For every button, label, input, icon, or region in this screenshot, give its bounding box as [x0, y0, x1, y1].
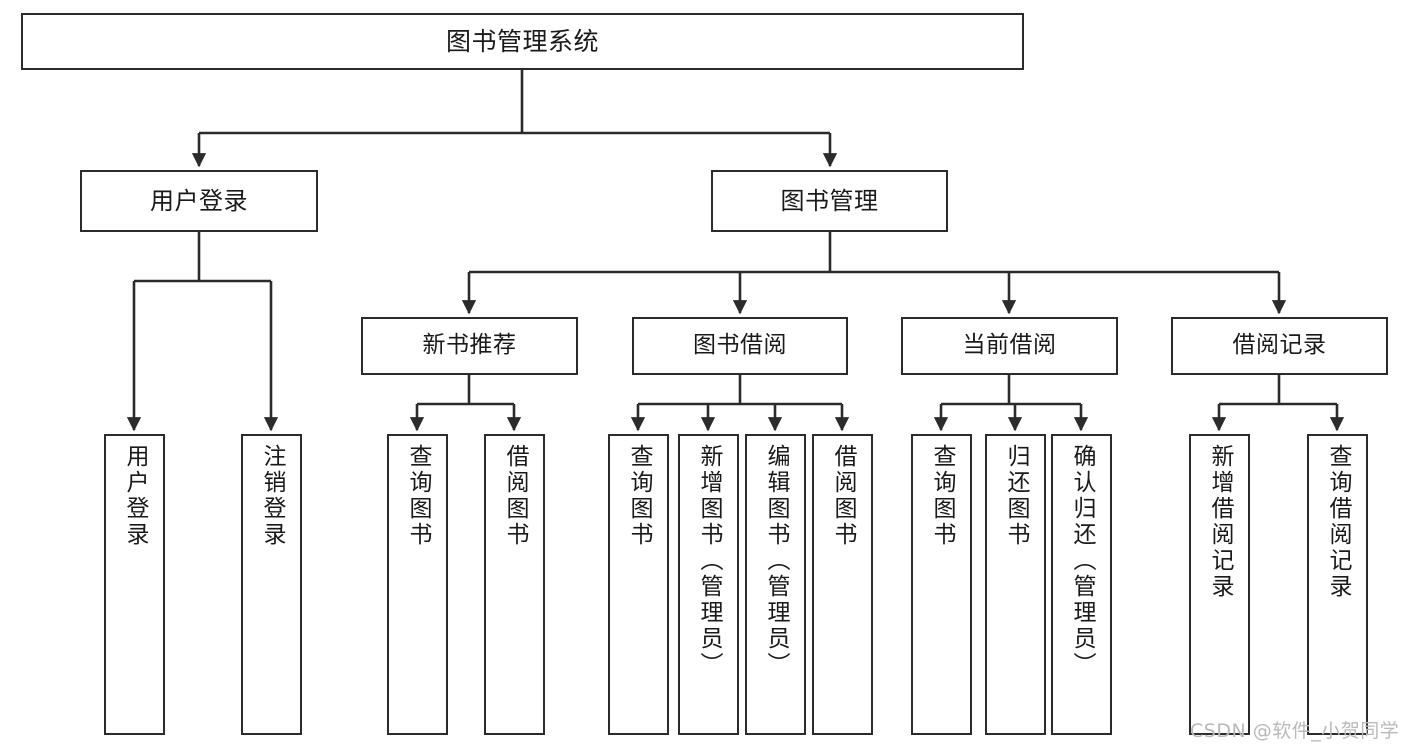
- leaf-confirm-return-admin[interactable]: 确认归还（管理员）: [1051, 434, 1112, 735]
- node-borrow-record[interactable]: 借阅记录: [1171, 317, 1388, 375]
- csdn-watermark: CSDN @软件_小贺同学: [1190, 720, 1400, 742]
- node-book-management[interactable]: 图书管理: [711, 170, 948, 232]
- node-label: 归还图书: [1003, 444, 1029, 548]
- node-user-login[interactable]: 用户登录: [80, 170, 318, 232]
- node-label: 借阅记录: [1232, 332, 1327, 359]
- leaf-logout-login[interactable]: 注销登录: [241, 434, 302, 735]
- leaf-borrow-book[interactable]: 借阅图书: [812, 434, 873, 735]
- leaf-query-book-rec[interactable]: 查询图书: [387, 434, 448, 735]
- leaf-add-book-admin[interactable]: 新增图书（管理员）: [678, 434, 739, 735]
- leaf-query-book-current[interactable]: 查询图书: [911, 434, 972, 735]
- node-new-book-recommend[interactable]: 新书推荐: [361, 317, 578, 375]
- leaf-add-borrow-record[interactable]: 新增借阅记录: [1189, 434, 1250, 735]
- leaf-query-borrow-record[interactable]: 查询借阅记录: [1307, 434, 1368, 735]
- node-label: 图书管理系统: [445, 26, 599, 56]
- node-label: 新书推荐: [422, 332, 517, 359]
- node-label: 用户登录: [122, 444, 148, 548]
- node-label: 新增借阅记录: [1207, 444, 1233, 600]
- node-label: 查询借阅记录: [1325, 444, 1351, 600]
- node-label: 图书管理: [780, 186, 879, 215]
- node-label: 注销登录: [259, 444, 285, 548]
- node-label: 编辑图书（管理员）: [763, 444, 789, 678]
- node-label: 查询图书: [929, 444, 955, 548]
- node-label: 确认归还（管理员）: [1069, 444, 1095, 678]
- node-label: 查询图书: [626, 444, 652, 548]
- node-current-borrow[interactable]: 当前借阅: [901, 317, 1118, 375]
- leaf-borrow-book-rec[interactable]: 借阅图书: [484, 434, 545, 735]
- node-book-borrow[interactable]: 图书借阅: [632, 317, 848, 375]
- leaf-query-book-borrow[interactable]: 查询图书: [608, 434, 669, 735]
- node-label: 图书借阅: [693, 332, 787, 359]
- node-label: 用户登录: [150, 186, 248, 215]
- node-label: 借阅图书: [502, 444, 528, 548]
- leaf-user-login[interactable]: 用户登录: [104, 434, 165, 735]
- node-label: 借阅图书: [830, 444, 856, 548]
- node-label: 查询图书: [405, 444, 431, 548]
- node-root-system[interactable]: 图书管理系统: [21, 13, 1024, 70]
- leaf-return-book[interactable]: 归还图书: [985, 434, 1046, 735]
- leaf-edit-book-admin[interactable]: 编辑图书（管理员）: [745, 434, 806, 735]
- node-label: 当前借阅: [962, 332, 1057, 359]
- node-label: 新增图书（管理员）: [696, 444, 722, 678]
